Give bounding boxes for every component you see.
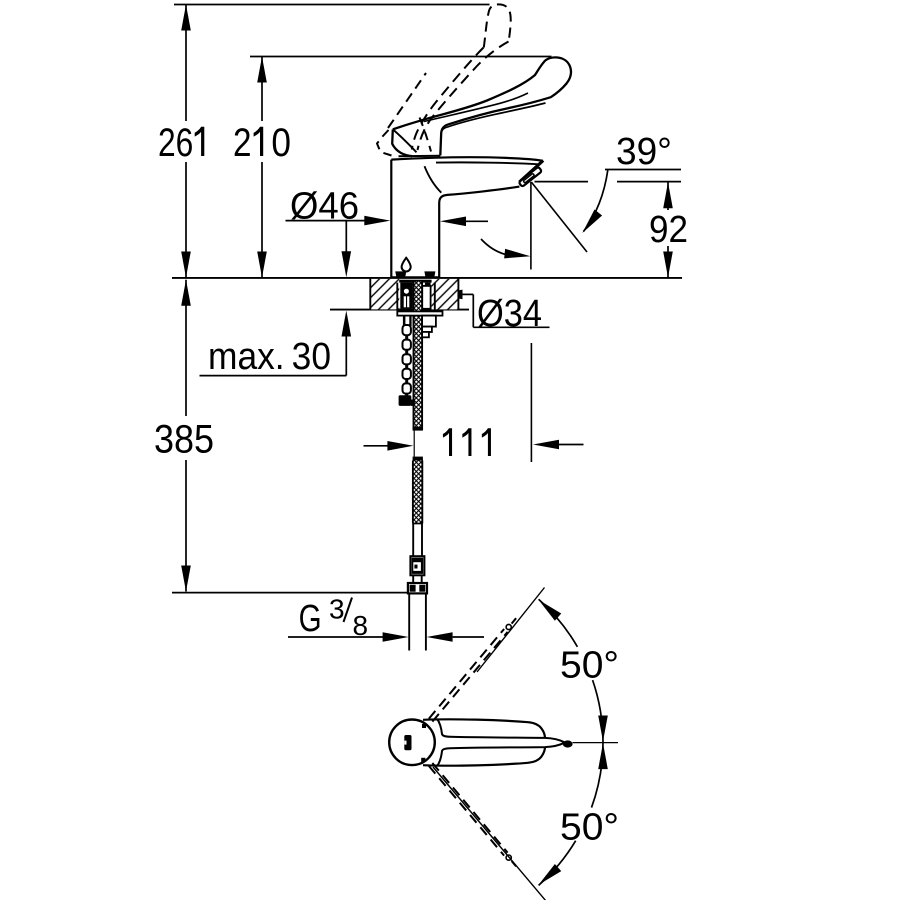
svg-text:G: G [299, 598, 322, 640]
svg-text:Ø46: Ø46 [290, 186, 359, 228]
svg-text:max. 30: max. 30 [208, 336, 331, 378]
svg-text:8: 8 [353, 610, 369, 641]
svg-text:2: 2 [233, 121, 252, 165]
svg-text:39°: 39° [616, 131, 672, 173]
svg-text:26: 26 [158, 121, 193, 165]
svg-text:3: 3 [329, 594, 345, 625]
svg-text:0: 0 [271, 121, 291, 165]
svg-text:92: 92 [649, 209, 688, 251]
svg-text:50°: 50° [560, 645, 619, 687]
svg-text:Ø34: Ø34 [477, 293, 542, 335]
svg-text:385: 385 [154, 418, 214, 462]
svg-text:50°: 50° [560, 807, 619, 849]
